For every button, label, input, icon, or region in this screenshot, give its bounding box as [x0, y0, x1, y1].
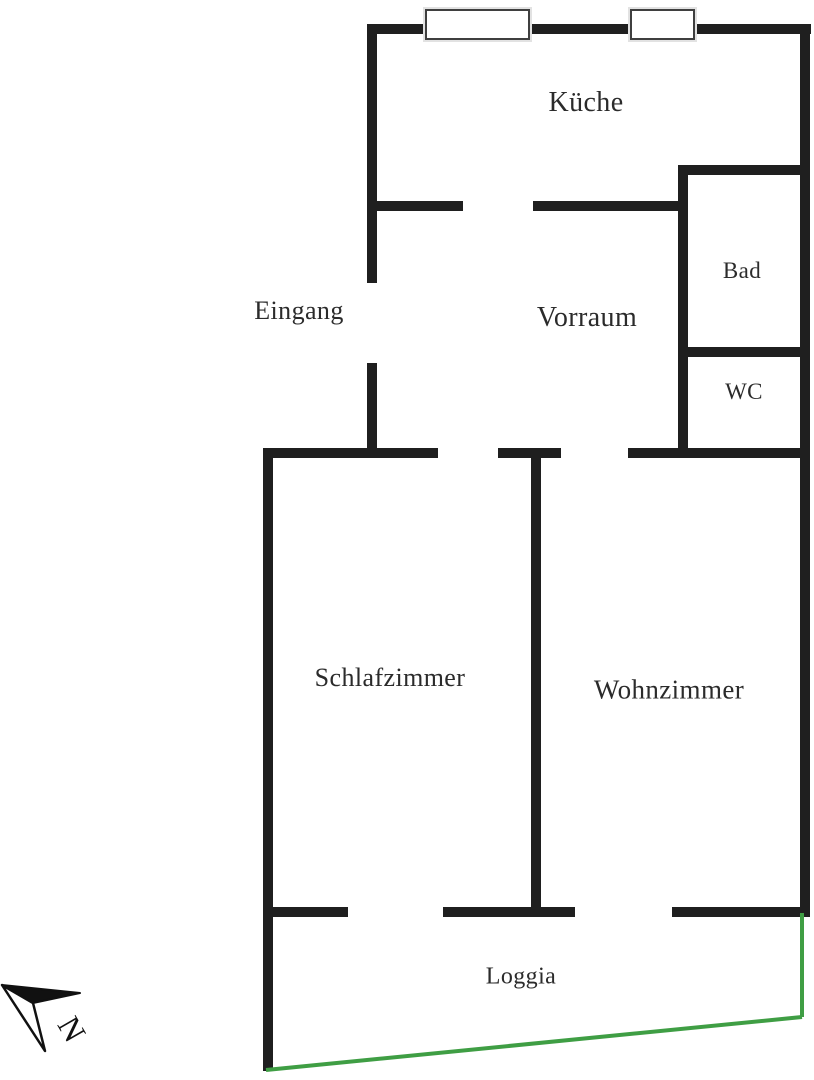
wall-room-divider — [531, 448, 541, 917]
wall-middle-seg-right — [628, 448, 810, 458]
room-label-bad: Bad — [722, 258, 762, 283]
wall-right-exterior — [800, 24, 810, 917]
wall-bottom-seg-right — [672, 907, 810, 917]
window-kitchen-2 — [630, 9, 695, 40]
wall-bad-top — [678, 165, 810, 175]
wall-middle-seg-center — [498, 448, 561, 458]
loggia-boundary-diagonal-line — [265, 1015, 803, 1072]
room-label-wc: WC — [725, 379, 763, 404]
wall-corridor-lower — [367, 363, 377, 458]
north-arrow-outline-half — [0, 983, 47, 1053]
window-kitchen-1 — [425, 9, 530, 40]
wall-kitchen-bottom-right — [533, 201, 686, 211]
wall-kitchen-bottom-left — [367, 201, 463, 211]
room-label-wohnzimmer: Wohnzimmer — [593, 674, 745, 705]
room-label-loggia: Loggia — [485, 963, 557, 990]
wall-bottom-seg-center — [443, 907, 575, 917]
room-label-vorraum: Vorraum — [536, 302, 638, 333]
north-arrow-icon: N — [0, 983, 94, 1053]
wall-kitchen-top — [367, 24, 811, 34]
wall-bad-left — [678, 165, 688, 357]
wall-corridor-upper — [367, 24, 377, 283]
wall-wc-left — [678, 347, 688, 458]
room-label-eingang: Eingang — [254, 296, 344, 325]
room-label-kueche: Küche — [548, 87, 624, 118]
wall-bottom-seg-left — [263, 907, 348, 917]
wall-middle-seg-left — [263, 448, 438, 458]
north-label: N — [51, 1010, 94, 1048]
wall-left-exterior — [263, 448, 273, 1071]
wall-bad-wc-divider — [678, 347, 810, 357]
room-label-schlafzimmer: Schlafzimmer — [314, 663, 466, 692]
